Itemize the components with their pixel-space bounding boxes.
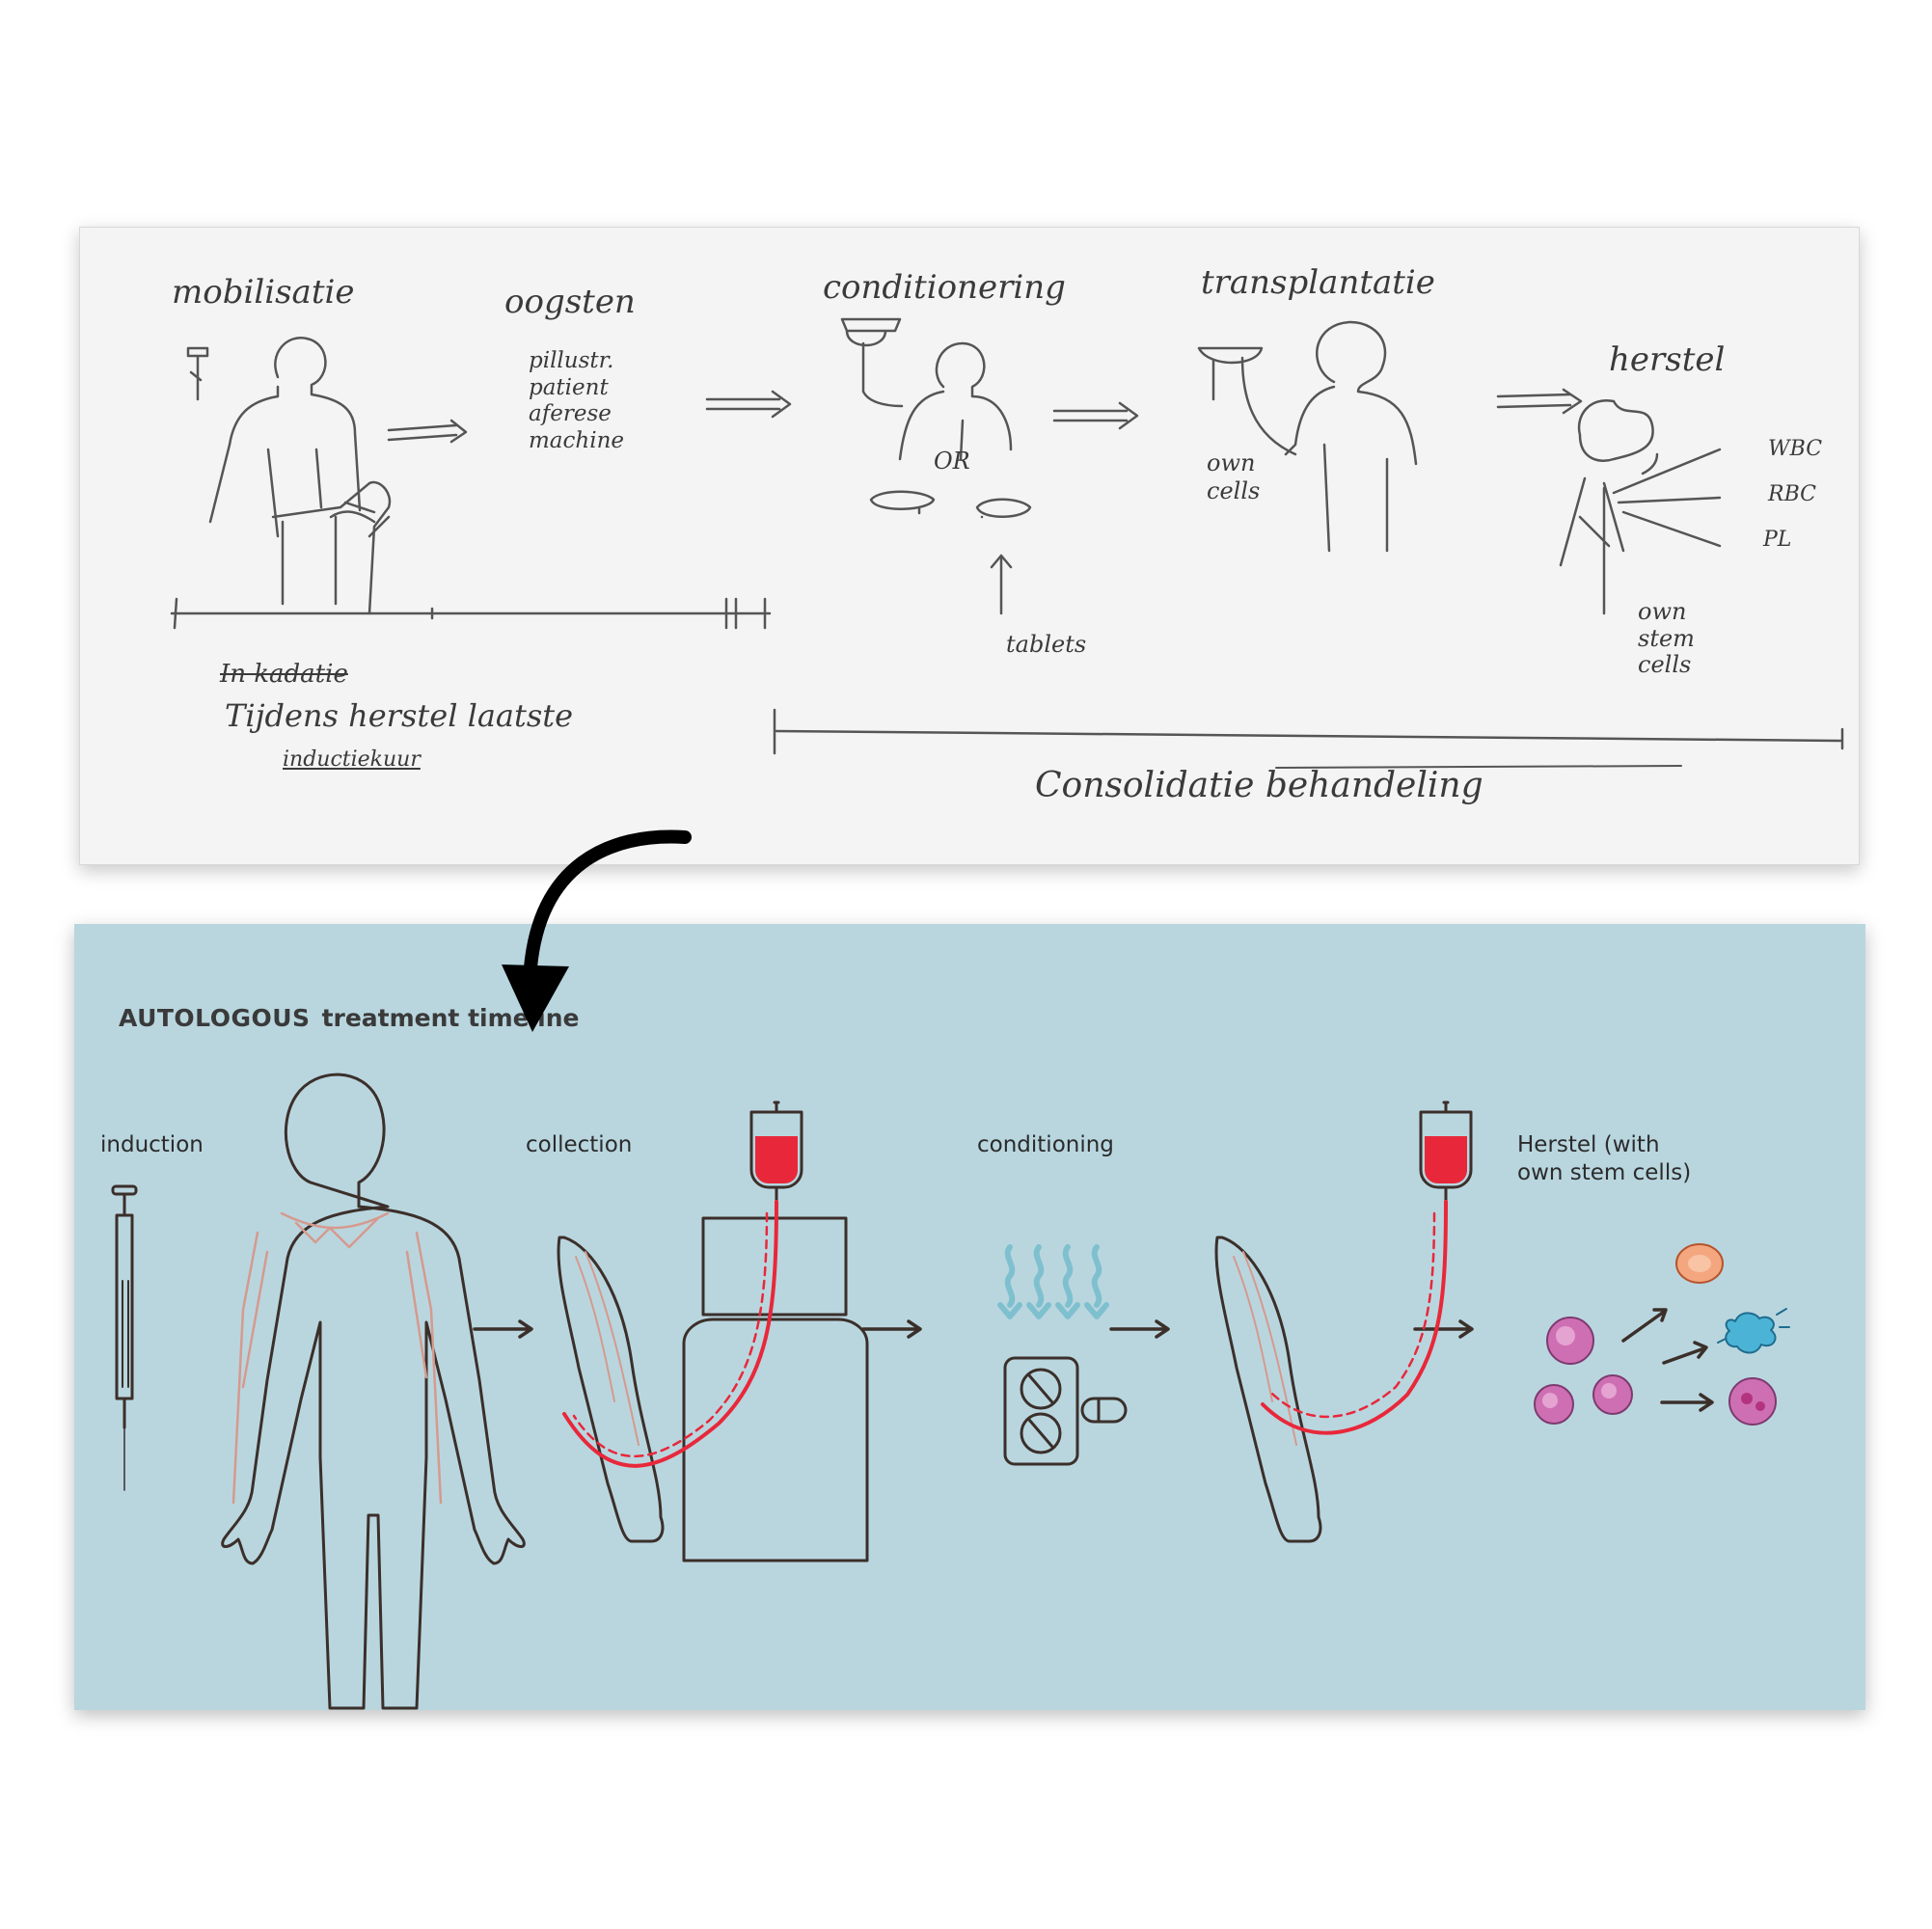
- sketch-oogsten-notes: pillustr. patient aferese machine: [529, 348, 624, 454]
- sketch-pl-label: PL: [1763, 529, 1791, 551]
- blood-return-collection: [574, 1213, 767, 1456]
- sketch-figure-mobilisatie: [188, 338, 390, 613]
- iv-bag-icon: [1421, 1102, 1471, 1202]
- iv-bag-icon: [751, 1102, 802, 1202]
- sketch-label-oogsten: oogsten: [504, 285, 636, 320]
- heat-waves-icon: [1000, 1247, 1106, 1317]
- human-figure: [223, 1074, 525, 1708]
- sketch-own-stem-cells-label: own stem cells: [1638, 599, 1695, 679]
- sketch-arrow-4: [1498, 390, 1581, 413]
- sketch-figure-herstel: [1561, 400, 1720, 613]
- sketch-timeline-crossed: In kadatie: [220, 662, 348, 688]
- arm-collection: [558, 1237, 663, 1541]
- sketch-label-herstel: herstel: [1609, 343, 1725, 378]
- sketch-own-cells-label: own cells: [1207, 449, 1260, 505]
- sketch-timeline-label: Tijdens herstel laatste: [225, 700, 573, 733]
- red-blood-cell-icon: [1676, 1244, 1723, 1283]
- blood-tube-collection: [564, 1202, 776, 1466]
- sketch-timeline-consolidation: [775, 710, 1842, 768]
- arrow-right-icon: [1111, 1321, 1168, 1337]
- sketch-panel: mobilisatie oogsten conditionering trans…: [79, 227, 1860, 865]
- sketch-label-mobilisatie: mobilisatie: [172, 276, 354, 311]
- arrow-cell-icon: [1623, 1310, 1712, 1410]
- sketch-arrow-2: [707, 392, 790, 417]
- blood-tube-transplant: [1263, 1202, 1446, 1433]
- arrow-right-icon: [475, 1321, 531, 1337]
- platelet-cell-icon: [1729, 1378, 1776, 1425]
- final-drawings: [74, 924, 1865, 1710]
- arrow-right-icon: [863, 1321, 920, 1337]
- sketch-figure-transplantatie: [1199, 322, 1416, 551]
- stem-cell-icon: [1535, 1318, 1632, 1424]
- sketch-or-label: OR: [934, 449, 970, 474]
- sketch-rbc-label: RBC: [1768, 483, 1816, 505]
- pill-pack-icon: [1005, 1358, 1126, 1464]
- sketch-timeline-sub: inductiekuur: [283, 748, 421, 771]
- arm-transplant: [1216, 1237, 1320, 1541]
- sketch-label-transplantatie: transplantatie: [1201, 266, 1435, 301]
- sketch-arrow-1: [389, 421, 466, 442]
- sketch-tablets-label: tablets: [1006, 633, 1086, 657]
- sketch-label-conditionering: conditionering: [823, 271, 1066, 306]
- syringe-icon: [113, 1186, 136, 1490]
- white-blood-cell-icon: [1718, 1309, 1789, 1353]
- sketch-arrow-3: [1054, 403, 1137, 428]
- sketch-consolidation-label: Consolidatie behandeling: [1035, 768, 1483, 804]
- sketch-timeline-induction: [172, 599, 770, 628]
- sketch-wbc-label: WBC: [1768, 438, 1822, 460]
